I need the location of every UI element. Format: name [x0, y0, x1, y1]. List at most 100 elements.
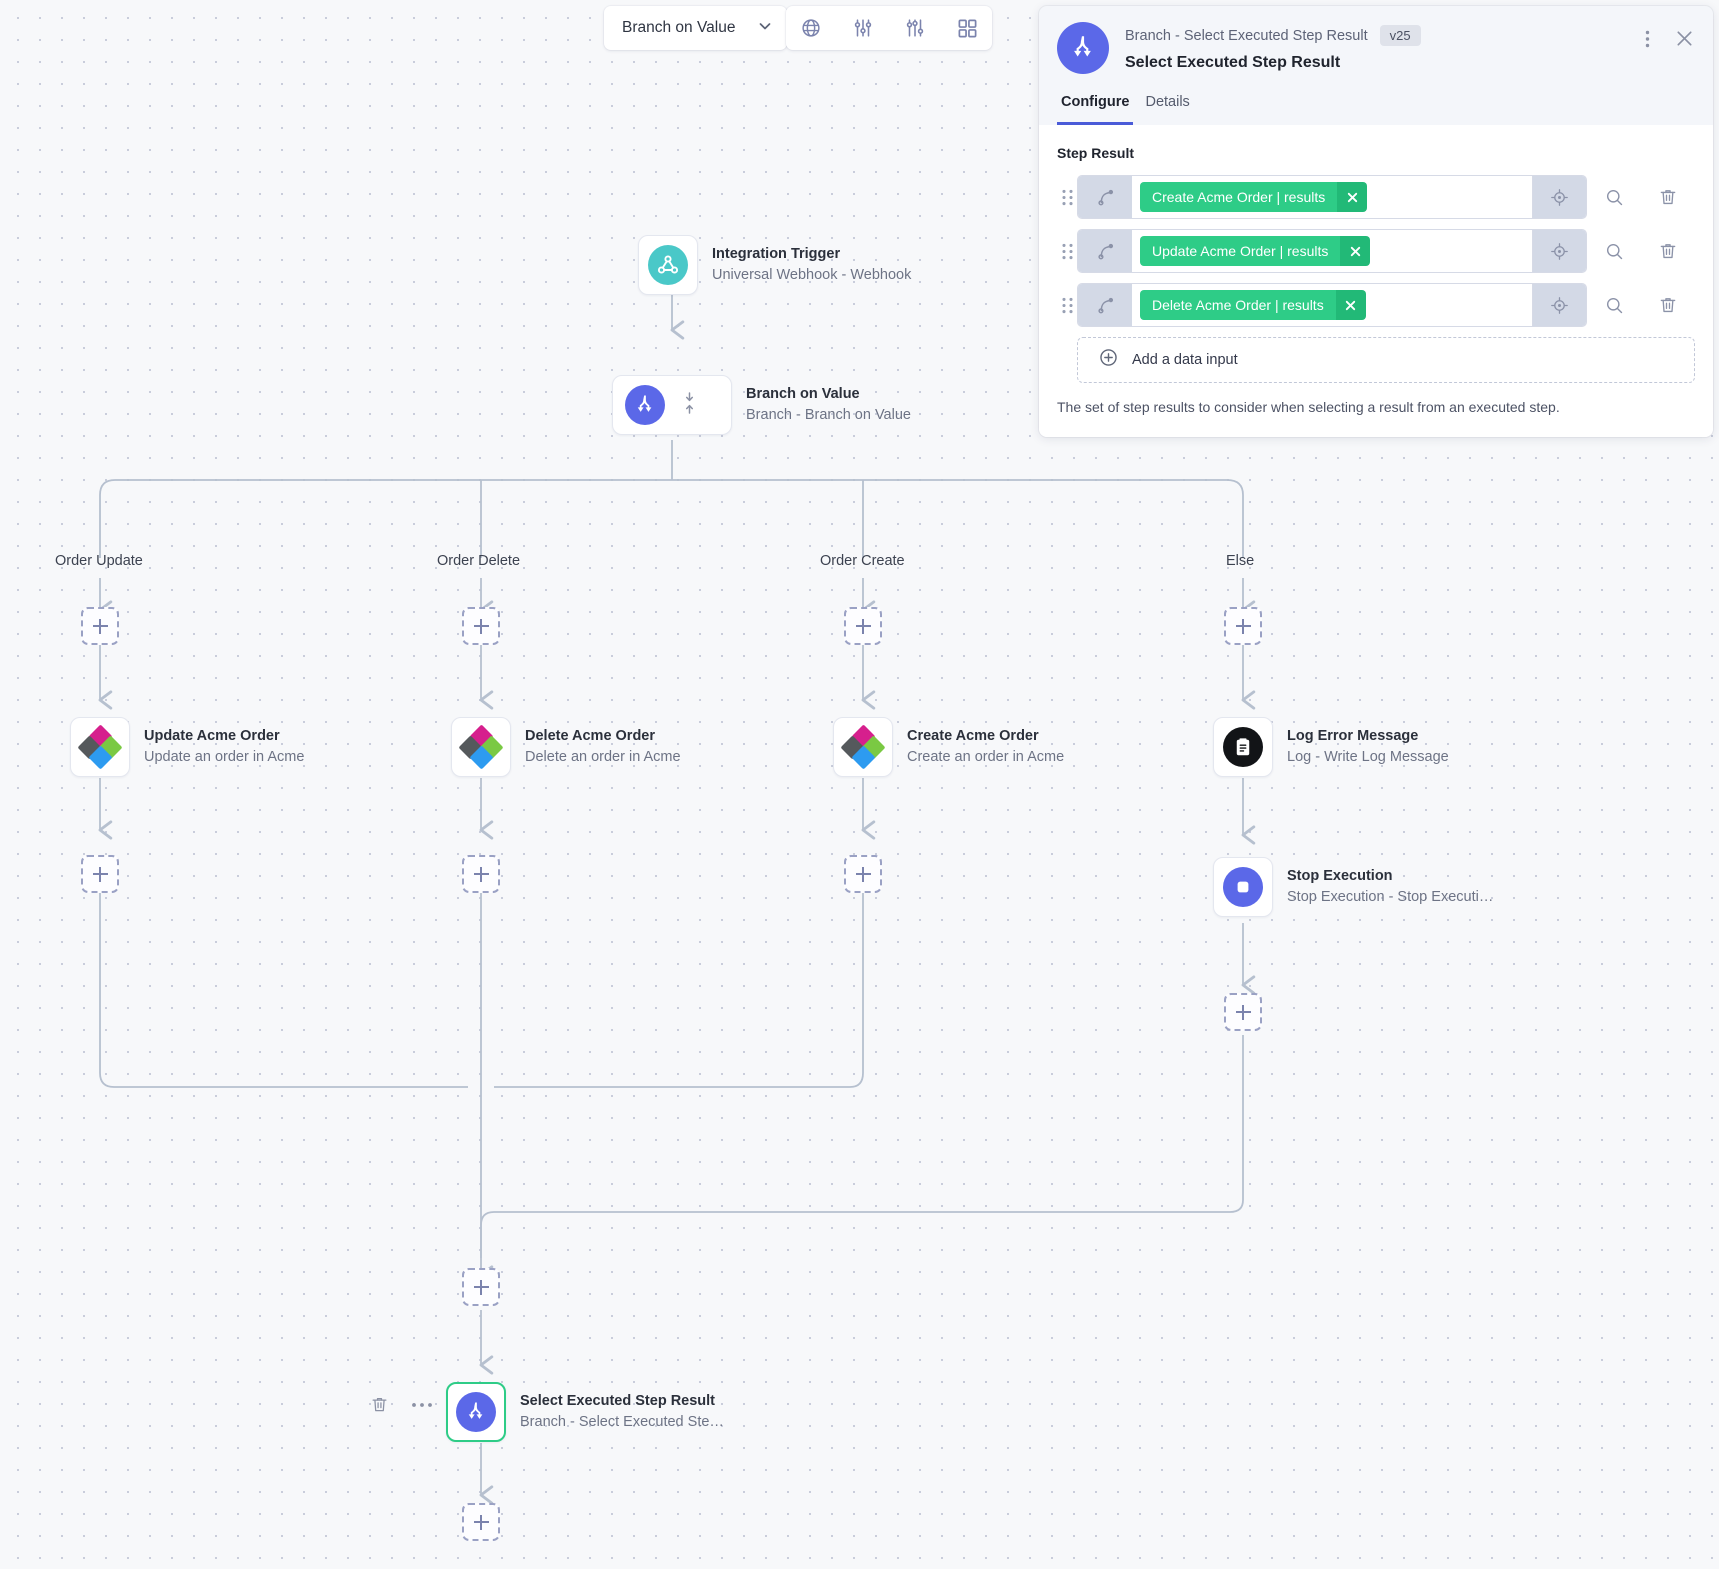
node-integration-trigger[interactable]: Integration Trigger Universal Webhook - …: [638, 235, 911, 295]
chip-remove-icon[interactable]: [1335, 290, 1366, 320]
branch-label-order-create: Order Create: [820, 553, 905, 569]
canvas-toolbar[interactable]: [786, 6, 992, 50]
panel-tabs[interactable]: Configure Details: [1039, 74, 1713, 125]
close-icon[interactable]: [1674, 28, 1695, 49]
tab-details[interactable]: Details: [1145, 94, 1190, 110]
drag-handle-icon[interactable]: [1057, 189, 1077, 206]
step-selector-label: Branch on Value: [622, 19, 736, 36]
reference-branch-icon[interactable]: [1078, 176, 1132, 218]
node-card[interactable]: [638, 235, 698, 295]
add-step-button[interactable]: [81, 855, 119, 893]
node-card[interactable]: [451, 717, 511, 777]
node-select-executed-step-result[interactable]: Select Executed Step Result Branch - Sel…: [446, 1382, 724, 1442]
node-title: Update Acme Order: [144, 727, 280, 744]
add-step-button[interactable]: [462, 1503, 500, 1541]
node-branch-on-value[interactable]: Branch on Value Branch - Branch on Value: [612, 375, 911, 435]
add-data-input-button[interactable]: Add a data input: [1077, 337, 1695, 383]
data-input-row: Delete Acme Order | results: [1057, 283, 1695, 327]
branch-icon: [625, 385, 665, 425]
data-input-field[interactable]: Update Acme Order | results: [1077, 229, 1587, 273]
node-title: Select Executed Step Result: [520, 1392, 716, 1409]
trash-icon[interactable]: [1641, 241, 1695, 261]
add-step-button[interactable]: [81, 607, 119, 645]
branch-icon: [456, 1392, 496, 1432]
kebab-menu-icon[interactable]: [1645, 29, 1650, 49]
data-input-value[interactable]: Update Acme Order | results: [1132, 230, 1532, 272]
value-chip[interactable]: Create Acme Order | results: [1140, 182, 1368, 212]
reference-branch-icon[interactable]: [1078, 230, 1132, 272]
branch-label-order-update: Order Update: [55, 553, 143, 569]
search-icon[interactable]: [1587, 241, 1641, 262]
globe-icon[interactable]: [798, 15, 824, 41]
node-label: Update Acme Order Update an order in Acm…: [144, 726, 304, 768]
node-title: Branch on Value: [746, 385, 860, 402]
node-label: Branch on Value Branch - Branch on Value: [746, 384, 911, 426]
chip-remove-icon[interactable]: [1340, 236, 1371, 266]
node-card[interactable]: [833, 717, 893, 777]
plus-circle-icon: [1098, 347, 1119, 373]
node-subtitle: Delete an order in Acme: [525, 749, 681, 765]
add-step-button[interactable]: [462, 1268, 500, 1306]
chip-label: Update Acme Order | results: [1140, 236, 1341, 266]
node-subtitle: Branch - Branch on Value: [746, 407, 911, 423]
add-step-button[interactable]: [462, 855, 500, 893]
node-label: Create Acme Order Create an order in Acm…: [907, 726, 1064, 768]
node-stop-execution[interactable]: Stop Execution Stop Execution - Stop Exe…: [1213, 857, 1493, 917]
node-subtitle: Stop Execution - Stop Executi…: [1287, 889, 1494, 905]
trash-icon[interactable]: [1641, 187, 1695, 207]
node-delete-acme-order[interactable]: Delete Acme Order Delete an order in Acm…: [451, 717, 681, 777]
data-input-value[interactable]: Delete Acme Order | results: [1132, 284, 1532, 326]
chip-label: Delete Acme Order | results: [1140, 290, 1336, 320]
search-icon[interactable]: [1587, 295, 1641, 316]
drag-handle-icon[interactable]: [1057, 243, 1077, 260]
webhook-icon: [648, 245, 688, 285]
value-chip[interactable]: Delete Acme Order | results: [1140, 290, 1366, 320]
target-crosshair-icon[interactable]: [1532, 284, 1586, 326]
node-title: Stop Execution: [1287, 867, 1393, 884]
acme-icon: [840, 724, 886, 770]
search-icon[interactable]: [1587, 187, 1641, 208]
expand-collapse-icon[interactable]: [683, 391, 696, 419]
node-card[interactable]: [1213, 857, 1273, 917]
node-label: Integration Trigger Universal Webhook - …: [712, 244, 911, 286]
add-step-button[interactable]: [1224, 607, 1262, 645]
value-chip[interactable]: Update Acme Order | results: [1140, 236, 1371, 266]
helper-text: The set of step results to consider when…: [1057, 399, 1560, 415]
acme-icon: [77, 724, 123, 770]
node-label: Select Executed Step Result Branch - Sel…: [520, 1391, 724, 1433]
node-log-error-message[interactable]: Log Error Message Log - Write Log Messag…: [1213, 717, 1449, 777]
trash-icon[interactable]: [1641, 295, 1695, 315]
data-input-field[interactable]: Delete Acme Order | results: [1077, 283, 1587, 327]
node-card[interactable]: [1213, 717, 1273, 777]
target-crosshair-icon[interactable]: [1532, 230, 1586, 272]
add-step-button[interactable]: [1224, 993, 1262, 1031]
chip-remove-icon[interactable]: [1337, 182, 1368, 212]
node-card[interactable]: [70, 717, 130, 777]
add-data-input-label: Add a data input: [1132, 352, 1238, 368]
node-title: Create Acme Order: [907, 727, 1039, 744]
add-step-button[interactable]: [844, 855, 882, 893]
node-create-acme-order[interactable]: Create Acme Order Create an order in Acm…: [833, 717, 1064, 777]
node-subtitle: Branch - Select Executed Ste…: [520, 1414, 724, 1430]
reference-branch-icon[interactable]: [1078, 284, 1132, 326]
sliders-icon[interactable]: [850, 15, 876, 41]
step-selector-dropdown[interactable]: Branch on Value: [604, 6, 788, 50]
panel-body: Step Result: [1039, 125, 1713, 437]
more-options-button[interactable]: [411, 1401, 433, 1409]
node-hover-controls[interactable]: [370, 1395, 433, 1414]
node-card[interactable]: [612, 375, 732, 435]
sliders-alt-icon[interactable]: [902, 15, 928, 41]
node-update-acme-order[interactable]: Update Acme Order Update an order in Acm…: [70, 717, 304, 777]
target-crosshair-icon[interactable]: [1532, 176, 1586, 218]
data-input-value[interactable]: Create Acme Order | results: [1132, 176, 1532, 218]
add-step-button[interactable]: [462, 607, 500, 645]
drag-handle-icon[interactable]: [1057, 297, 1077, 314]
data-input-field[interactable]: Create Acme Order | results: [1077, 175, 1587, 219]
grid-icon[interactable]: [954, 15, 980, 41]
tab-configure[interactable]: Configure: [1057, 88, 1134, 125]
node-card[interactable]: [446, 1382, 506, 1442]
chevron-down-icon: [757, 18, 773, 39]
add-step-button[interactable]: [844, 607, 882, 645]
delete-node-button[interactable]: [370, 1395, 389, 1414]
